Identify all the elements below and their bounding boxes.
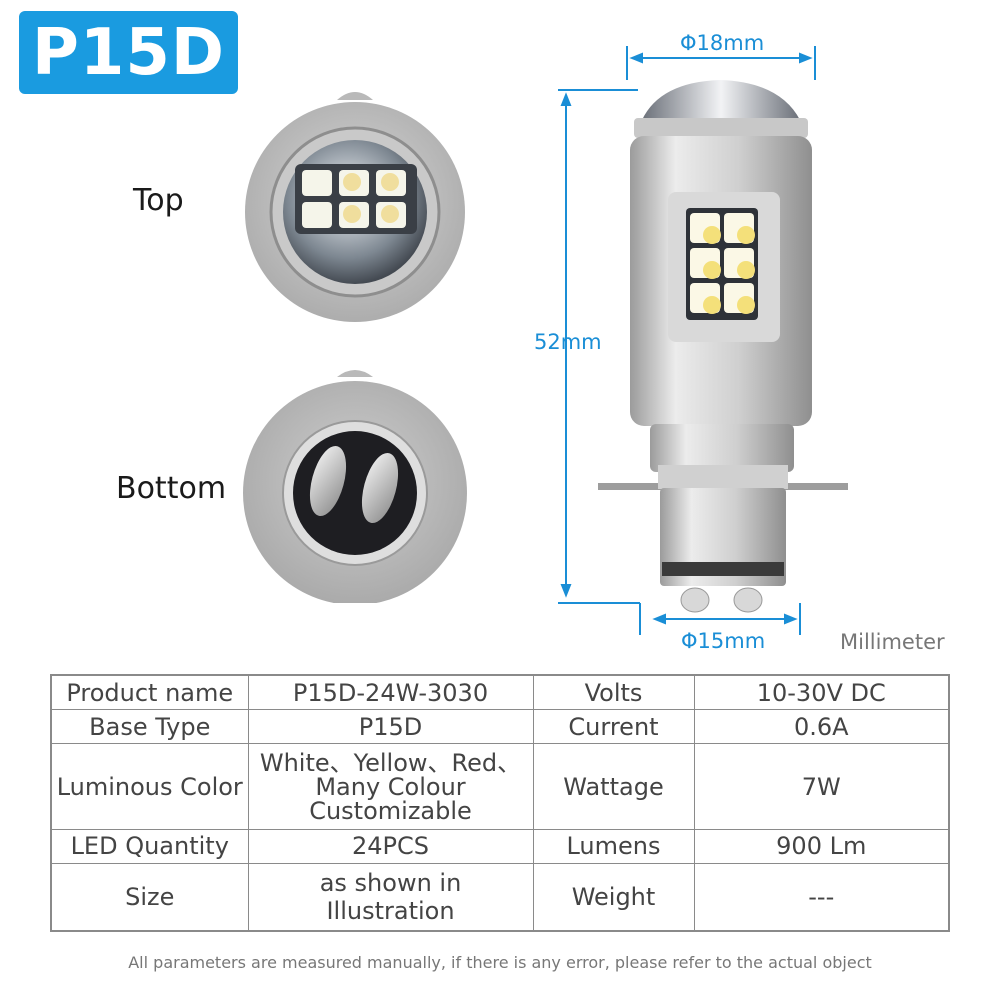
spec-label: Volts	[532, 674, 695, 711]
spec-value: 10-30V DC	[693, 674, 950, 711]
top-diameter-label: Φ18mm	[680, 31, 765, 55]
color-options-line: White、Yellow、Red、	[259, 748, 522, 777]
spec-label: Current	[532, 709, 695, 745]
spec-value: as shown in Illustration	[247, 862, 534, 932]
spec-value: 7W	[693, 743, 950, 830]
table-row: Luminous Color White、Yellow、Red、 Many Co…	[50, 743, 950, 830]
table-row: Size as shown in Illustration Weight ---	[50, 862, 950, 932]
spec-value: 0.6A	[693, 709, 950, 745]
spec-label: Product name	[50, 674, 249, 711]
spec-value: P15D	[247, 709, 534, 745]
base-diameter-label: Φ15mm	[681, 629, 766, 653]
product-badge: P15D	[19, 11, 238, 94]
spec-value: White、Yellow、Red、 Many Colour Customizab…	[247, 743, 534, 830]
spec-value: ---	[693, 862, 950, 932]
table-row: LED Quantity 24PCS Lumens 900 Lm	[50, 828, 950, 864]
spec-label: Lumens	[532, 828, 695, 864]
unit-note: Millimeter	[840, 630, 945, 654]
spec-value: 900 Lm	[693, 828, 950, 864]
spec-label: Wattage	[532, 743, 695, 830]
bulb-illustration	[558, 46, 848, 635]
bottom-view-image	[243, 370, 467, 603]
spec-label: Luminous Color	[50, 743, 249, 830]
top-view-label: Top	[133, 183, 184, 218]
spec-label: Weight	[532, 862, 695, 932]
top-view-image	[245, 92, 465, 322]
color-customizable-line: Many Colour Customizable	[309, 772, 472, 825]
table-row: Product name P15D-24W-3030 Volts 10-30V …	[50, 674, 950, 711]
spec-label: LED Quantity	[50, 828, 249, 864]
bottom-view-label: Bottom	[116, 471, 227, 506]
spec-label: Base Type	[50, 709, 249, 745]
spec-value: P15D-24W-3030	[247, 674, 534, 711]
table-row: Base Type P15D Current 0.6A	[50, 709, 950, 745]
spec-table: Product name P15D-24W-3030 Volts 10-30V …	[50, 674, 950, 932]
height-label: 52mm	[534, 330, 602, 354]
spec-label: Size	[50, 862, 249, 932]
spec-value: 24PCS	[247, 828, 534, 864]
footnote: All parameters are measured manually, if…	[128, 953, 872, 972]
